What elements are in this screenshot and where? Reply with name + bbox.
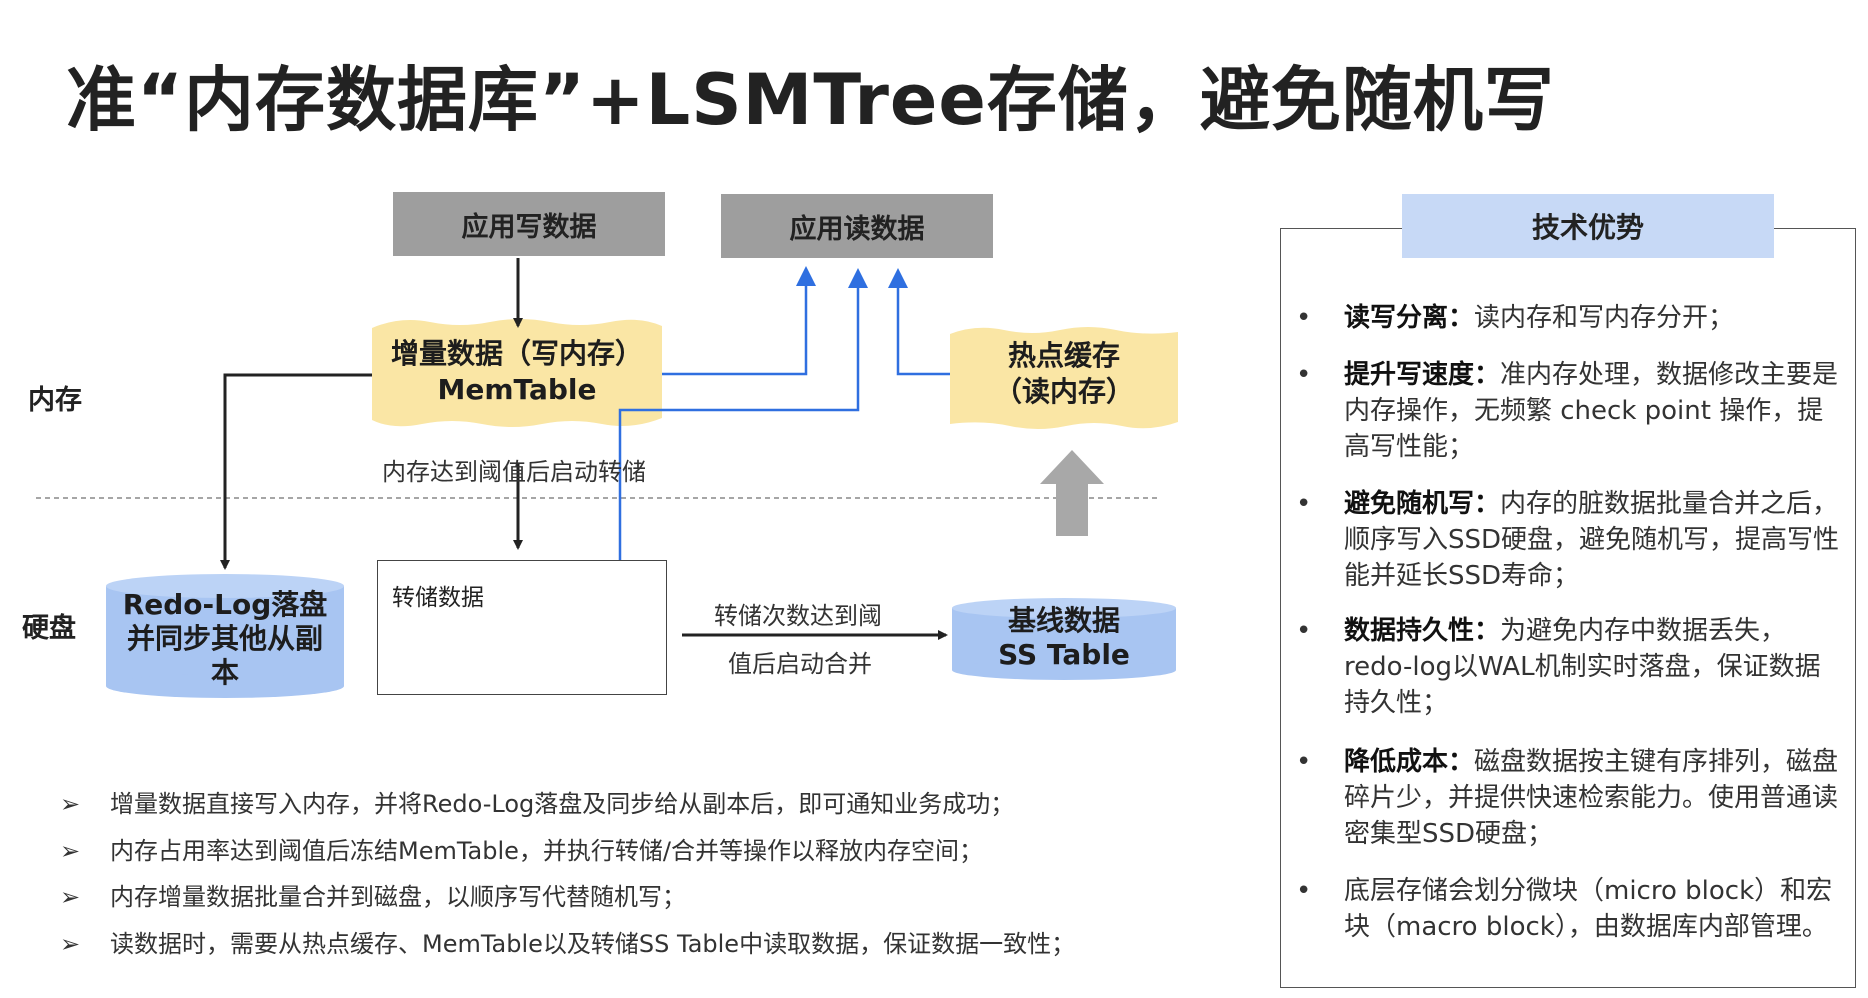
merge-label-2: 值后启动合并: [728, 650, 872, 678]
dump-data-box: [377, 560, 667, 695]
advantage-item: • 数据持久性：为避免内存中数据丢失，redo-log以WAL机制实时落盘，保证…: [1296, 613, 1841, 721]
arrow-bullet-icon: ➢: [60, 837, 81, 865]
baseline-label: 基线数据 SS Table: [952, 604, 1176, 672]
baseline-line1: 基线数据: [1007, 604, 1120, 637]
bullet-item: ➢读数据时，需要从热点缓存、MemTable以及转储SS Table中读取数据，…: [60, 930, 1076, 958]
bullet-dot-icon: •: [1296, 303, 1312, 333]
page-title: 准“内存数据库”+LSMTree存储，避免随机写: [66, 59, 1555, 141]
advantage-item: • 底层存储会划分微块（micro block）和宏块（macro block）…: [1296, 873, 1841, 945]
hotcache-line1: 热点缓存: [1007, 339, 1120, 372]
baseline-line2: SS Table: [998, 638, 1130, 671]
bullet-dot-icon: •: [1296, 876, 1312, 906]
arrow-bullet-icon: ➢: [60, 790, 81, 818]
threshold-label: 内存达到阈值后启动转储: [382, 458, 646, 486]
hotcache-shape: [950, 327, 1178, 429]
redo-line1: Redo-Log落盘: [122, 588, 328, 621]
merge-label-1: 转储次数达到阈: [714, 602, 882, 630]
app-write-label: 应用写数据: [461, 211, 597, 243]
app-write-box: 应用写数据: [393, 192, 665, 256]
redo-log-cylinder: [106, 574, 344, 698]
advantage-item: • 避免随机写：内存的脏数据批量合并之后，顺序写入SSD硬盘，避免随机写，提高写…: [1296, 486, 1841, 594]
advantage-item: • 提升写速度：准内存处理，数据修改主要是内存操作，无频繁 check poin…: [1296, 357, 1841, 465]
bullet-item: ➢内存增量数据批量合并到磁盘，以顺序写代替随机写；: [60, 883, 686, 911]
memory-label: 内存: [28, 385, 82, 416]
read-path-memtable: [662, 266, 816, 376]
bullet-item: ➢内存占用率达到阈值后冻结MemTable，并执行转储/合并等操作以释放内存空间…: [60, 837, 983, 865]
read-path-dump: [618, 268, 868, 560]
app-read-label: 应用读数据: [789, 213, 925, 245]
bullet-dot-icon: •: [1296, 747, 1312, 777]
redo-line3: 本: [210, 656, 239, 689]
disk-label: 硬盘: [22, 613, 76, 644]
advantage-item: • 降低成本：磁盘数据按主键有序排列，磁盘碎片少，并提供快速检索能力。使用普通读…: [1296, 744, 1841, 852]
memtable-line2: MemTable: [437, 373, 597, 406]
baseline-cylinder: [952, 598, 1176, 680]
memtable-shape: [372, 319, 662, 427]
read-path-hotcache: [888, 268, 950, 376]
app-read-box: 应用读数据: [721, 194, 993, 258]
dump-data-label: 转储数据: [392, 585, 484, 611]
redo-line2: 并同步其他从副: [126, 622, 323, 655]
advantage-item: • 读写分离：读内存和写内存分开；: [1296, 300, 1841, 336]
advantages-header: 技术优势: [1402, 194, 1774, 258]
bullet-dot-icon: •: [1296, 616, 1312, 646]
memtable-line1: 增量数据（写内存）: [390, 337, 643, 370]
hotcache-label: 热点缓存 （读内存）: [950, 338, 1178, 410]
arrow-bullet-icon: ➢: [60, 883, 81, 911]
up-arrow-icon: [1040, 450, 1104, 536]
bullet-item: ➢增量数据直接写入内存，并将Redo-Log落盘及同步给从副本后，即可通知业务成…: [60, 790, 1015, 818]
redo-log-label: Redo-Log落盘 并同步其他从副 本: [106, 588, 344, 690]
hotcache-line2: （读内存）: [993, 375, 1134, 408]
redo-log-arrow: [220, 373, 372, 570]
memtable-label: 增量数据（写内存） MemTable: [372, 336, 662, 408]
bullet-dot-icon: •: [1296, 489, 1312, 519]
arrow-bullet-icon: ➢: [60, 930, 81, 958]
advantages-panel: [1280, 228, 1856, 988]
bullet-dot-icon: •: [1296, 360, 1312, 390]
